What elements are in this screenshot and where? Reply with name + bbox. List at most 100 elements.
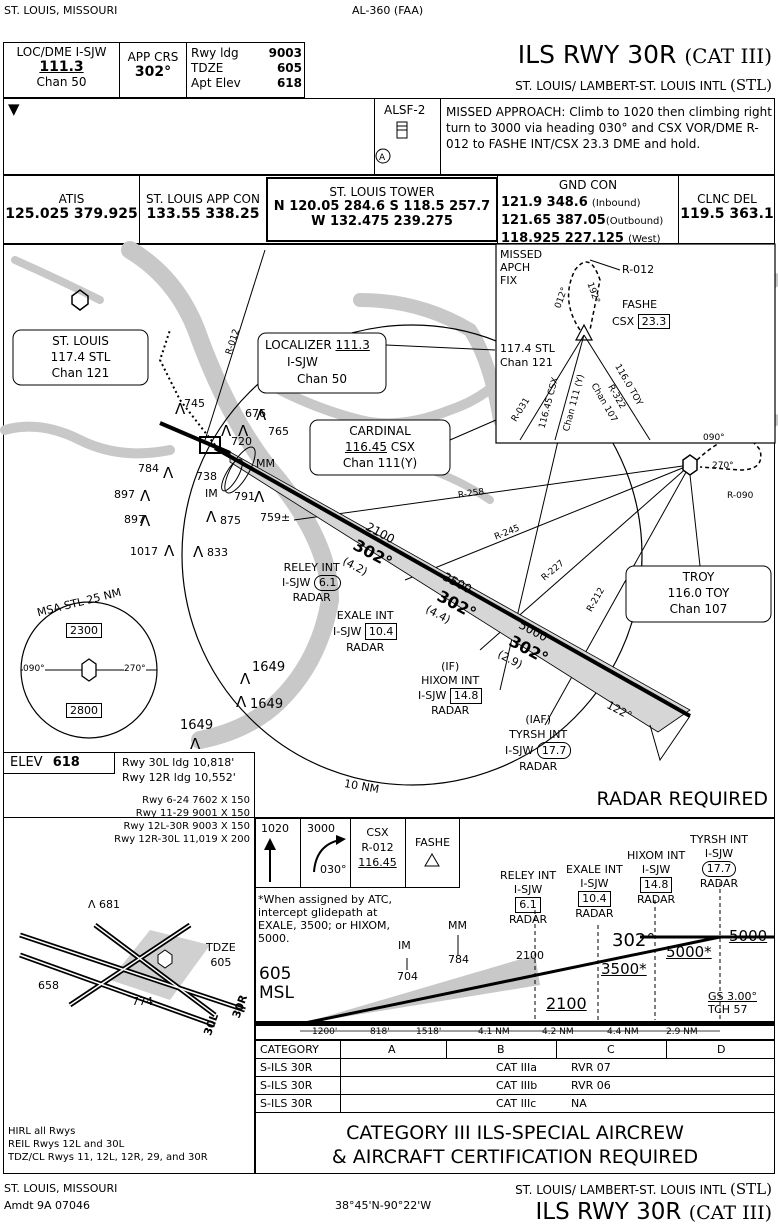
radar-required: RADAR REQUIRED [596, 788, 768, 810]
loc-chan: Chan 50 [36, 75, 87, 89]
cardinal-name: CARDINAL [349, 424, 411, 438]
app-crs-label: APP CRS [127, 50, 179, 64]
gnd-label: GND CON [558, 178, 618, 192]
profile-view [255, 818, 775, 1040]
minimums-table [255, 1040, 775, 1174]
obs-1649b: 1649 [250, 697, 284, 712]
min-row3-name: S-ILS 30R [260, 1097, 313, 1110]
obs-1649c: 1649 [180, 718, 214, 733]
cat3-line1: CATEGORY III ILS-SPECIAL AIRCREW [346, 1122, 684, 1144]
stl-chan: Chan 121 [51, 366, 110, 380]
fashe-dme: CSX 23.3 [612, 314, 671, 329]
p-3500: 3500* [601, 960, 647, 978]
missed-fix-label1: MISSED [500, 248, 543, 261]
p-im-alt: 704 [397, 970, 418, 983]
min-row2-rvr: RVR 06 [571, 1079, 611, 1092]
min-header-c: C [607, 1043, 615, 1056]
airport-diagram-box [3, 752, 255, 1174]
footer-title: ILS RWY 30R (CAT III) [535, 1199, 773, 1225]
gnd-2: 121.65 387.05 [501, 213, 606, 228]
p-gs: GS 3.00° [708, 990, 757, 1003]
troy-name: TROY [682, 570, 715, 584]
loc-box-label: LOCALIZER [265, 338, 332, 352]
min-row2-name: S-ILS 30R [260, 1079, 313, 1092]
dist-4-1: 4.1 NM [478, 1027, 510, 1037]
gnd-1: 121.9 348.6 [501, 195, 588, 210]
dist-2-9-p: 2.9 NM [666, 1027, 698, 1037]
obs-681: Λ 681 [88, 898, 121, 911]
troy-090: 090° [703, 433, 725, 443]
briefing-strip [3, 98, 775, 175]
p-tyrsh: TYRSH INT [690, 833, 749, 846]
min-header-a: A [388, 1043, 396, 1056]
cat3-line2: & AIRCRAFT CERTIFICATION REQUIRED [331, 1146, 699, 1168]
terminal-procedure-icon: ▼ [8, 100, 20, 118]
ma-icons-box [255, 818, 460, 888]
ad-tdze-label: TDZE [206, 941, 236, 954]
plan-view [3, 244, 775, 818]
ma-fashe: FASHE [414, 836, 451, 849]
cardinal-chan: Chan 111(Y) [342, 456, 418, 470]
obs-738: 738 [196, 470, 217, 483]
chart-id: AL-360 (FAA) [352, 4, 424, 17]
tdze-label: TDZE [191, 61, 224, 75]
min-header-d: D [717, 1043, 726, 1056]
stl-name: ST. LOUIS [52, 334, 109, 348]
runway-list: Rwy 6-24 7602 X 150 Rwy 11-29 9001 X 150… [114, 795, 250, 845]
lighting-notes: HIRL all Rwys REIL Rwys 12L and 30L TDZ/… [8, 1126, 208, 1163]
stl-freq: 117.4 STL [50, 350, 111, 364]
atis-freq: 125.025 379.925 [5, 206, 138, 222]
footer-airport: ST. LOUIS/ LAMBERT-ST. LOUIS INTL (STL) [515, 1180, 772, 1198]
tower-w: W 132.475 239.275 [311, 214, 453, 229]
ad-tdze: 605 [210, 956, 232, 969]
obs-1649a: 1649 [252, 660, 286, 675]
rwy-ldg: 9003 [268, 46, 302, 60]
tower-s: S 118.5 257.7 [389, 199, 491, 214]
loc-box-chan: Chan 50 [297, 372, 348, 386]
p-im: IM [398, 939, 411, 952]
tower-label: ST. LOUIS TOWER [329, 185, 435, 199]
apt-elev: 618 [276, 76, 302, 90]
msa-2300: 2300 [66, 623, 102, 638]
troy-270: 270° [712, 461, 734, 471]
loc-label: LOC/DME I-SJW [16, 45, 107, 59]
p-mm: MM [448, 919, 467, 932]
min-header-category: CATEGORY [260, 1043, 319, 1056]
min-row1-cat: CAT IIIa [496, 1061, 538, 1074]
obs-833: 833 [207, 546, 228, 559]
loc-freq: 111.3 [39, 59, 84, 75]
p-mm-alt: 784 [448, 953, 469, 966]
p-605: 605 [259, 964, 292, 984]
troy-chan: Chan 107 [669, 602, 728, 616]
tower-box [266, 177, 498, 242]
obs-875: 875 [220, 514, 241, 527]
p-reley: RELEY INT [500, 869, 557, 882]
p-crs302: 302° [612, 930, 656, 951]
rwy12r-ldg: Rwy 12R ldg 10,552' [122, 771, 236, 784]
ma-csx: CSX [366, 826, 389, 839]
tower-n: N 120.05 284.6 [273, 199, 386, 214]
exale-label: EXALE INT [336, 609, 394, 622]
header-location: ST. LOUIS, MISSOURI [4, 4, 118, 17]
troy-freq: 116.0 [667, 586, 703, 600]
obs-759: 759± [260, 511, 291, 524]
ma-3000: 3000 [307, 822, 335, 835]
reley-label: RELEY INT [283, 561, 340, 574]
app-con-freq: 133.55 338.25 [146, 206, 260, 222]
obs-765: 765 [268, 425, 289, 438]
dist-1200: 1200' [312, 1027, 338, 1037]
dist-4-4-p: 4.4 NM [607, 1027, 639, 1037]
footer-location: ST. LOUIS, MISSOURI [4, 1182, 118, 1195]
r090: R-090 [727, 491, 754, 501]
obs-791: 791 [234, 490, 255, 503]
footer-amdt: Amdt 9A 07046 [4, 1199, 91, 1212]
rwy-ldg-label: Rwy ldg [191, 46, 239, 60]
p-2100a: 2100 [516, 949, 544, 962]
ma-1020: 1020 [261, 822, 289, 835]
airport-name: ST. LOUIS/ LAMBERT-ST. LOUIS INTL (STL) [515, 76, 772, 94]
msa-090: 090° [23, 664, 45, 674]
profile-footnote: *When assigned by ATC, intercept glidepa… [258, 893, 392, 945]
p-exale: EXALE INT [566, 863, 623, 876]
cardinal-freq: 116.45 [344, 440, 387, 454]
inset-stl: 117.4 STL [500, 342, 555, 355]
